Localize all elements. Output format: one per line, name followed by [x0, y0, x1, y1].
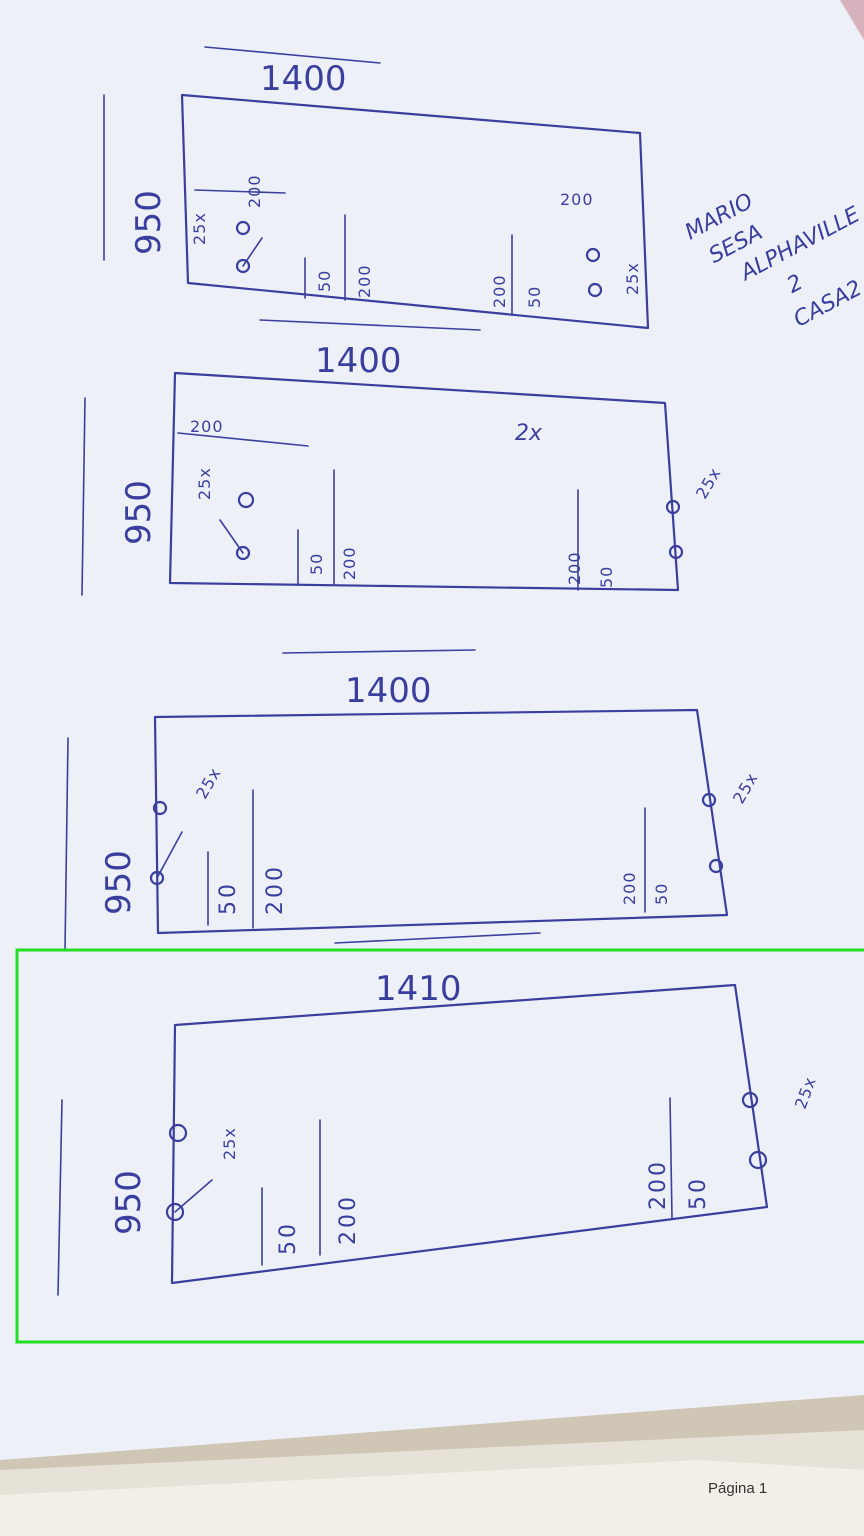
sheet-3-left-dim-200: 200: [263, 864, 288, 915]
sheet-3-width-label: 1400: [345, 671, 432, 711]
sheet-3-hole-2: [149, 870, 165, 886]
sheet-1-left-dim-50: 50: [315, 270, 334, 292]
paper-stack-under-3: [0, 1460, 864, 1536]
sheet-2-right-dim-200: 200: [565, 551, 584, 585]
sheet-2-leader: [219, 519, 244, 554]
sheet-4-right-dim-200: 200: [646, 1159, 671, 1210]
sheet-1-height-label: 950: [129, 190, 169, 255]
sheet-1-right-top-200: 200: [560, 190, 594, 209]
sheet-2-height-line: [81, 397, 86, 596]
sheet-4-leader: [174, 1179, 213, 1213]
page-number: Página 1: [708, 1480, 767, 1497]
sheet-3-left-dim-50: 50: [216, 881, 241, 915]
sheet-4-height-label: 950: [109, 1170, 149, 1235]
sheet-1-right-count: 25x: [623, 262, 642, 295]
sheet-1-right-dim-50: 50: [525, 286, 544, 308]
sheet-3-bottom-arrow: [334, 932, 541, 944]
sheet-1-hole-1: [235, 220, 251, 236]
sheet-3-leader: [156, 831, 183, 879]
sheet-4-right-dim-50: 50: [686, 1176, 711, 1210]
sheet-2-left-count: 25x: [195, 467, 214, 500]
sheet-2-hole-3: [665, 499, 681, 515]
sheet-1-hole-4: [587, 282, 603, 298]
sheet-2: 1400 950 200 25x 50 200 2x 200 50 25x: [81, 341, 725, 654]
sheet-4-width-label: 1410: [375, 969, 462, 1009]
sheet-1: 1400 950 200 25x 50 200 200 50 200 25x: [103, 46, 650, 331]
sheet-1-hole-3: [585, 247, 601, 263]
sheet-1-bottom-line: [259, 319, 481, 331]
sheet-1-width-label: 1400: [260, 59, 347, 99]
sheet-1-width-arrow: [204, 46, 381, 64]
sheet-4-right-line: [669, 1097, 673, 1219]
sheet-2-width-label: 1400: [315, 341, 402, 381]
sheet-4-height-line: [57, 1099, 63, 1296]
sheet-2-left-dim-200: 200: [190, 417, 224, 436]
sheet-4-outline: [170, 983, 769, 1285]
sheet-2-hole-2: [235, 545, 251, 561]
sheet-3-height-line: [64, 737, 69, 951]
sheet-3-right-dim-200: 200: [620, 871, 639, 905]
sheet-3-hole-4: [708, 858, 724, 874]
sheet-1-left-tick: [194, 189, 286, 194]
sheet-2-quantity: 2x: [515, 421, 543, 446]
sheet-3-height-label: 950: [99, 850, 139, 915]
sheet-1-leader: [242, 237, 263, 267]
sheet-3-right-dim-50: 50: [652, 883, 671, 905]
sheet-3-hole-3: [701, 792, 717, 808]
sheet-4-hole-3: [741, 1091, 759, 1109]
sheet-4-left-dim-50: 50: [276, 1221, 301, 1255]
sheet-2-left-dim-200b: 200: [340, 546, 359, 580]
sheet-1-right-dim-200: 200: [490, 274, 509, 308]
sheet-1-hole-2: [235, 258, 251, 274]
sheet-2-left-dim-50: 50: [307, 553, 326, 575]
sheet-2-bottom-arrow: [282, 649, 476, 654]
sheet-3-outline: [153, 708, 729, 935]
sheet-1-left-count: 25x: [190, 212, 209, 245]
sheet-4: 1410 950 25x 50 200 200 50 25x: [57, 969, 820, 1296]
sheet-4-hole-4: [748, 1150, 768, 1170]
sheet-2-hole-4: [668, 544, 684, 560]
sheet-2-left-tick: [177, 432, 309, 447]
sheet-1-left-dim-200b: 200: [355, 264, 374, 298]
sheet-4-left-dim-200: 200: [336, 1194, 361, 1245]
sheet-1-outline: [180, 93, 650, 330]
sheet-2-hole-1: [237, 491, 255, 509]
highlight-box: [15, 948, 864, 1344]
sheet-2-height-label: 950: [119, 480, 159, 545]
sheet-3-hole-1: [152, 800, 168, 816]
sheet-4-hole-1: [168, 1123, 188, 1143]
sheet-4-left-count: 25x: [220, 1127, 239, 1160]
sheet-2-outline: [168, 371, 680, 592]
sheet-4-hole-2: [165, 1202, 185, 1222]
paper-sheet: [0, 0, 864, 1460]
sheet-2-right-dim-50: 50: [597, 566, 616, 588]
